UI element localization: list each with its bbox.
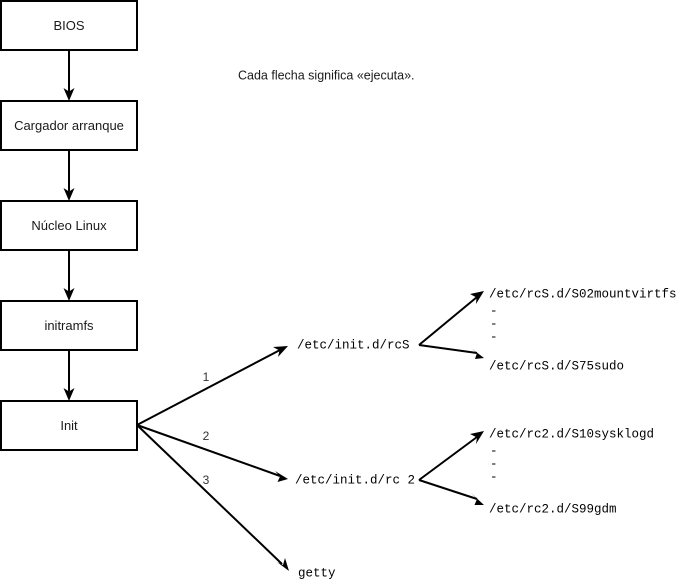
- arrowhead-bios-to-bootloader: [63, 88, 75, 101]
- initramfs-box-label: initramfs: [44, 318, 94, 333]
- branch-number-3: 3: [203, 473, 210, 487]
- arrowhead-init-to-rc2: [275, 471, 288, 482]
- arrowhead-initramfs-to-init: [63, 388, 75, 401]
- rc2-ellipsis-dash-1: -: [490, 444, 498, 458]
- rcs-script-first: /etc/rcS.d/S02mountvirtfs: [489, 287, 677, 301]
- branch-label-getty: getty: [298, 566, 336, 580]
- arrowhead-init-to-rcs: [273, 346, 288, 357]
- arrow-init-to-rc2: [136, 424, 288, 482]
- branch-number-2: 2: [203, 429, 210, 443]
- initramfs-box: [0, 300, 138, 351]
- node-init: Init: [0, 400, 138, 451]
- fork-rc2-scripts: [418, 431, 484, 505]
- branch-label-rc2: /etc/init.d/rc 2: [295, 473, 415, 487]
- init-box: [0, 400, 138, 451]
- node-bootloader: Cargador arranque: [0, 100, 138, 151]
- bios-box: [0, 0, 138, 51]
- arrow-init-to-rcs: [136, 346, 288, 426]
- branch-label-rcs: /etc/init.d/rcS: [297, 338, 410, 352]
- rc2-ellipsis-dash-2: -: [490, 457, 498, 471]
- arrowhead-init-to-getty: [277, 558, 289, 571]
- arrow-bootloader-to-kernel: [63, 150, 75, 201]
- arrowhead-rcs-first: [470, 291, 484, 304]
- kernel-box-label: Núcleo Linux: [31, 218, 107, 233]
- rcs-ellipsis-dash-3: -: [490, 330, 498, 344]
- rc2-ellipsis-dash-3: -: [490, 470, 498, 484]
- node-kernel: Núcleo Linux: [0, 200, 138, 251]
- node-initramfs: initramfs: [0, 300, 138, 351]
- diagram-caption: Cada flecha significa «ejecuta».: [238, 68, 415, 82]
- arrowhead-rc2-first: [470, 431, 484, 444]
- rc2-script-last: /etc/rc2.d/S99gdm: [489, 502, 617, 516]
- node-bios: BIOS: [0, 0, 138, 51]
- arrow-bios-to-bootloader: [63, 50, 75, 101]
- bootloader-box: [0, 100, 138, 151]
- bios-box-label: BIOS: [53, 18, 84, 33]
- arrow-init-to-getty: [136, 424, 289, 571]
- arrowhead-kernel-to-initramfs: [63, 288, 75, 301]
- rcs-ellipsis-dash-2: -: [490, 317, 498, 331]
- branch-number-1: 1: [203, 370, 210, 384]
- arrowhead-rc2-last: [471, 493, 484, 505]
- arrowhead-rcs-last: [471, 348, 484, 359]
- arrowhead-bootloader-to-kernel: [63, 188, 75, 201]
- init-box-label: Init: [60, 418, 78, 433]
- fork-rcs-scripts: [418, 291, 484, 359]
- bootloader-box-label: Cargador arranque: [14, 118, 124, 133]
- rcs-ellipsis-dash-1: -: [490, 304, 498, 318]
- arrow-kernel-to-initramfs: [63, 250, 75, 301]
- arrow-initramfs-to-init: [63, 350, 75, 401]
- rcs-script-last: /etc/rcS.d/S75sudo: [489, 359, 624, 373]
- rc2-script-first: /etc/rc2.d/S10sysklogd: [489, 427, 654, 441]
